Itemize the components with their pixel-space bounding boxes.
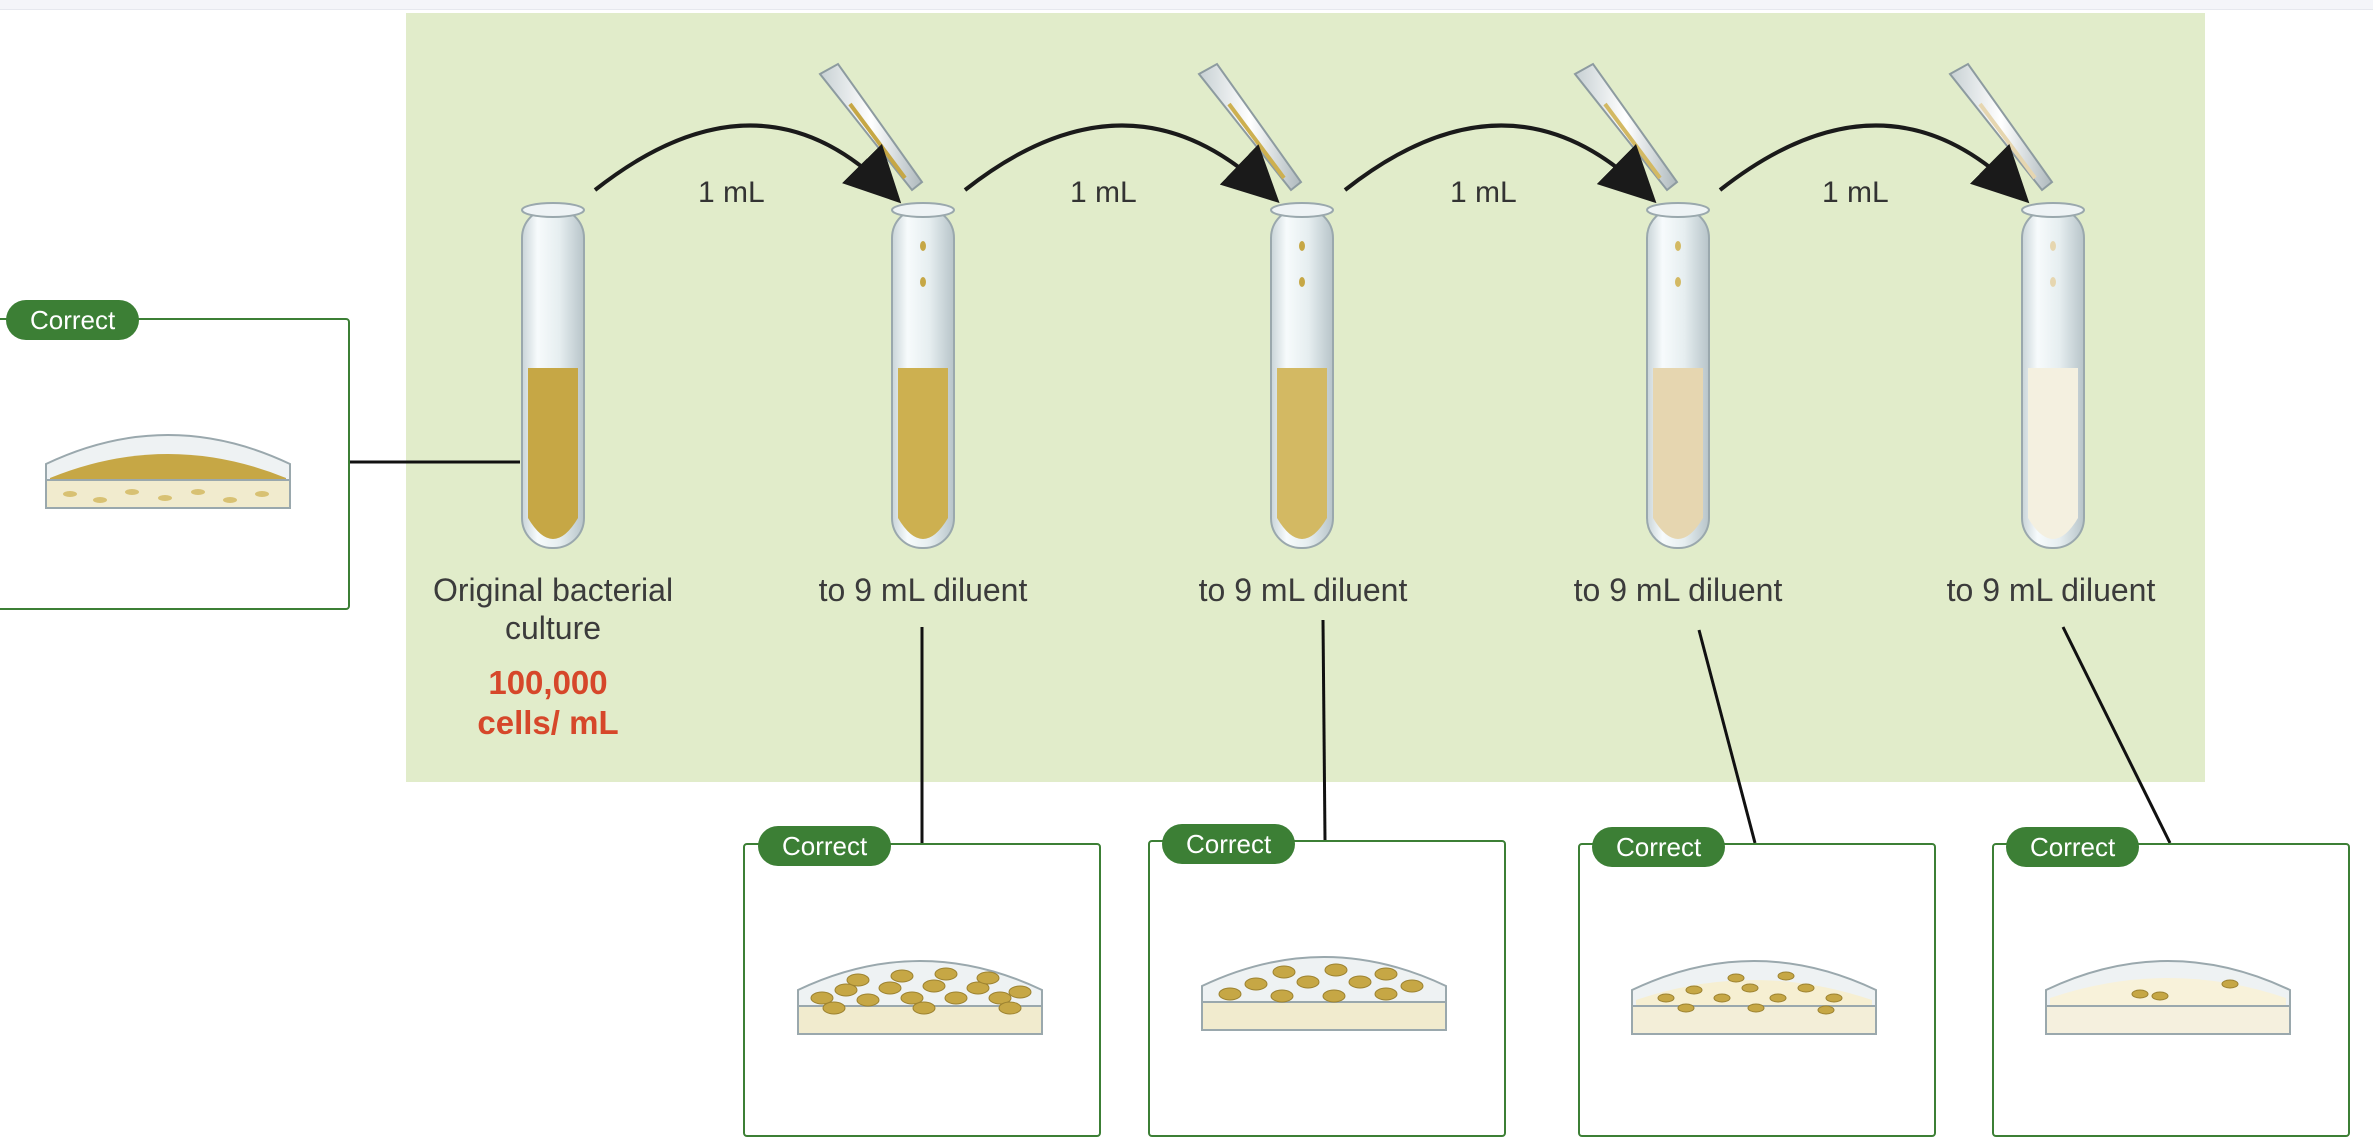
tube-original: [521, 202, 585, 549]
transfer-label-4: 1 mL: [1822, 176, 1889, 209]
tube-dilution-3: [1646, 202, 1710, 549]
tube-label-3: to 9 mL diluent: [1198, 572, 1408, 608]
pipette-4: [1948, 62, 2054, 192]
pipette-2: [1197, 62, 1303, 192]
correct-badge-2: Correct: [1162, 824, 1296, 864]
tube-label-4: to 9 mL diluent: [1573, 572, 1783, 608]
tube-label-original-line1: Original bacterial: [432, 572, 674, 608]
petri-dish-lawn: [45, 434, 291, 509]
tube-dilution-1: [891, 202, 955, 549]
cell-count-value: 100,000: [488, 664, 608, 701]
transfer-label-1: 1 mL: [698, 176, 765, 209]
tube-label-5: to 9 mL diluent: [1946, 572, 2156, 608]
petri-dish-many: [1201, 956, 1447, 1031]
transfer-label-3: 1 mL: [1450, 176, 1517, 209]
correct-badge-original: Correct: [6, 300, 140, 340]
cell-count-unit: cells/ mL: [477, 704, 619, 741]
original-cell-count: 100,000 cells/ mL: [446, 663, 650, 743]
tube-label-original-line2: culture: [504, 610, 602, 646]
transfer-arrow-1: [593, 123, 902, 204]
petri-dish-few: [2045, 960, 2291, 1035]
pipette-3: [1573, 62, 1679, 192]
petri-dish-moderate: [1631, 960, 1877, 1035]
correct-badge-1: Correct: [758, 826, 892, 866]
transfer-label-2: 1 mL: [1070, 176, 1137, 209]
dilution-illustration: [521, 62, 2085, 549]
tube-dilution-2: [1270, 202, 1334, 549]
top-bar: [0, 0, 2373, 10]
transfer-arrow-2: [963, 123, 1280, 204]
correct-badge-3: Correct: [1592, 827, 1726, 867]
transfer-arrow-3: [1343, 123, 1657, 204]
tube-label-original: Original bacterial culture: [412, 571, 694, 647]
transfer-arrow-4: [1718, 123, 2030, 204]
tube-dilution-4: [2021, 202, 2085, 549]
petri-dish-very-many: [797, 960, 1043, 1035]
tube-label-2: to 9 mL diluent: [818, 572, 1028, 608]
correct-badge-4: Correct: [2006, 827, 2140, 867]
pipette-1: [818, 62, 924, 192]
